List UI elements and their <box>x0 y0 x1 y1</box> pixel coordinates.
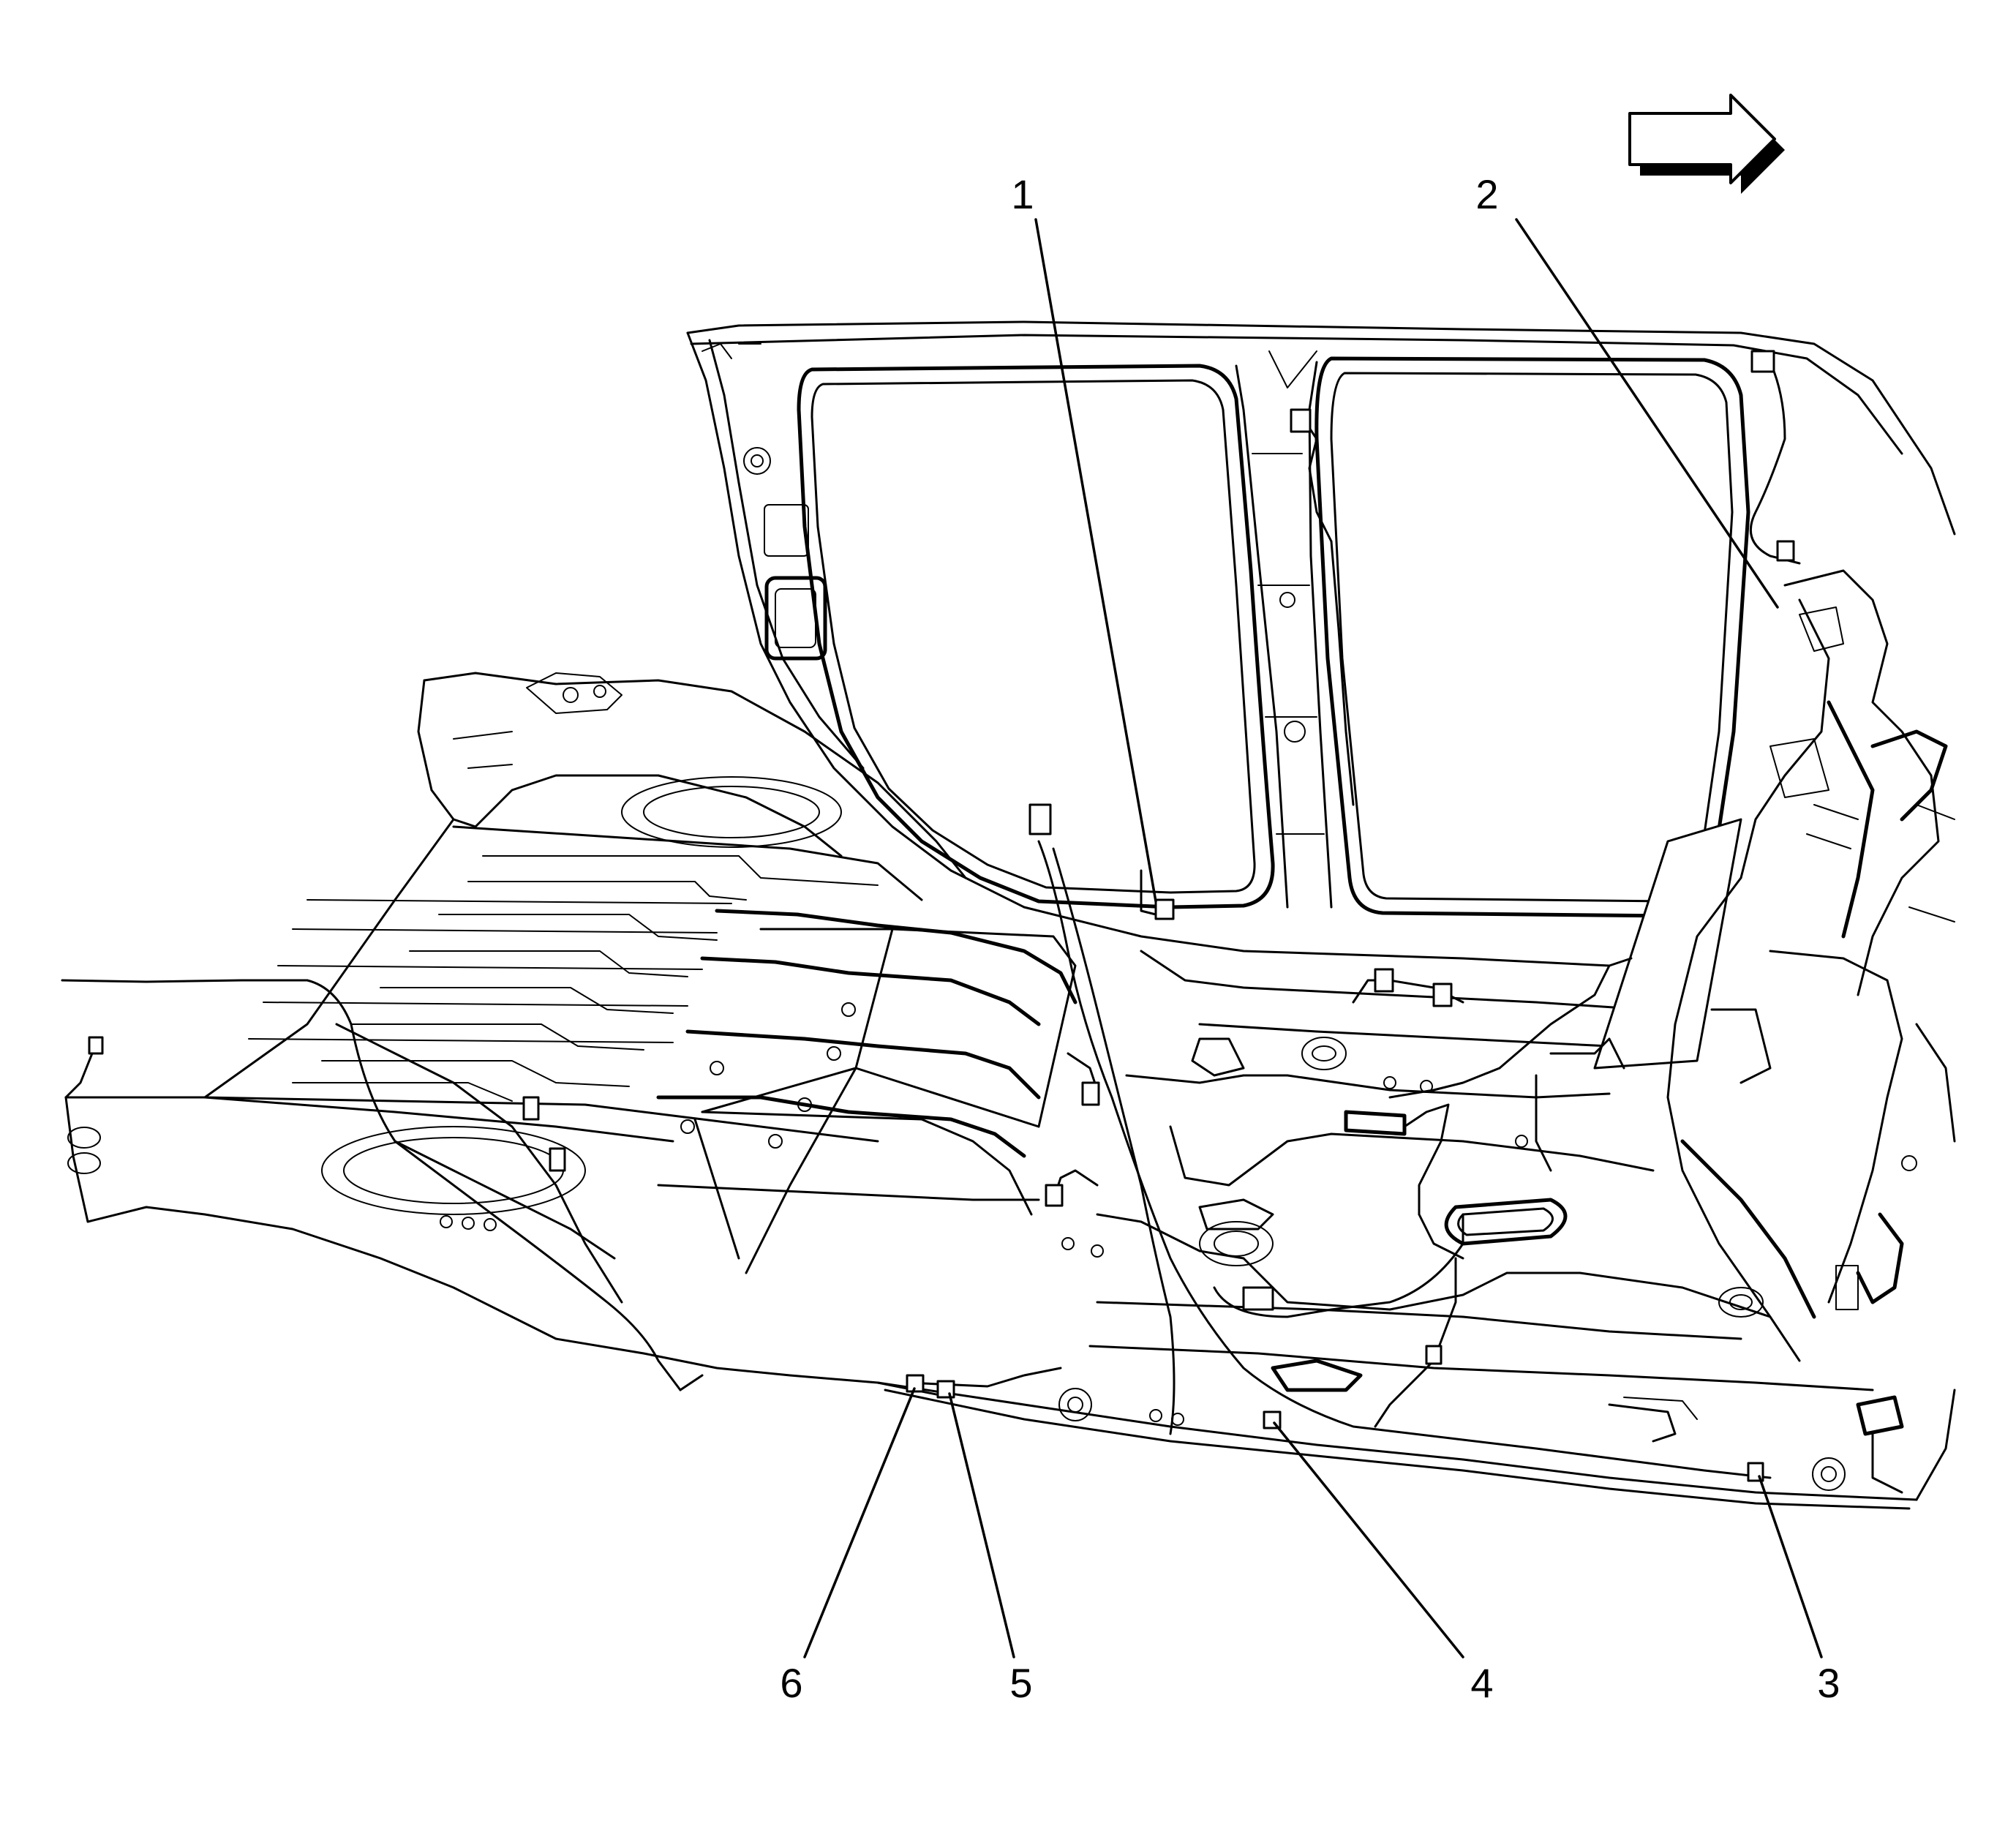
wiring-harness <box>61 350 1904 1494</box>
callout-4: 4 <box>1470 1660 1493 1706</box>
callout-leader-3 <box>1758 1475 1823 1658</box>
body-side-frame <box>686 320 1956 967</box>
callout-leader-1 <box>1034 218 1157 903</box>
callout-leaders <box>803 218 1823 1658</box>
callout-3: 3 <box>1817 1660 1840 1706</box>
callout-2: 2 <box>1475 171 1498 217</box>
floor-pan <box>1061 950 1874 1392</box>
callout-leader-5 <box>948 1392 1015 1658</box>
callout-1: 1 <box>1011 171 1034 217</box>
front-seat-frame <box>1593 569 1956 1362</box>
callout-labels: 1 2 3 4 5 6 <box>780 171 1840 1706</box>
callout-leader-4 <box>1273 1421 1464 1658</box>
callout-5: 5 <box>1009 1660 1032 1706</box>
callout-leader-2 <box>1515 218 1779 609</box>
callout-6: 6 <box>780 1660 802 1706</box>
rear-quarter-lower <box>64 1096 952 1399</box>
cargo-floor <box>203 818 1077 1274</box>
rocker-sill <box>876 1381 1956 1510</box>
right-arrow-icon <box>1628 94 1785 194</box>
callout-leader-6 <box>803 1387 916 1658</box>
rear-wheelhouse <box>417 672 967 879</box>
